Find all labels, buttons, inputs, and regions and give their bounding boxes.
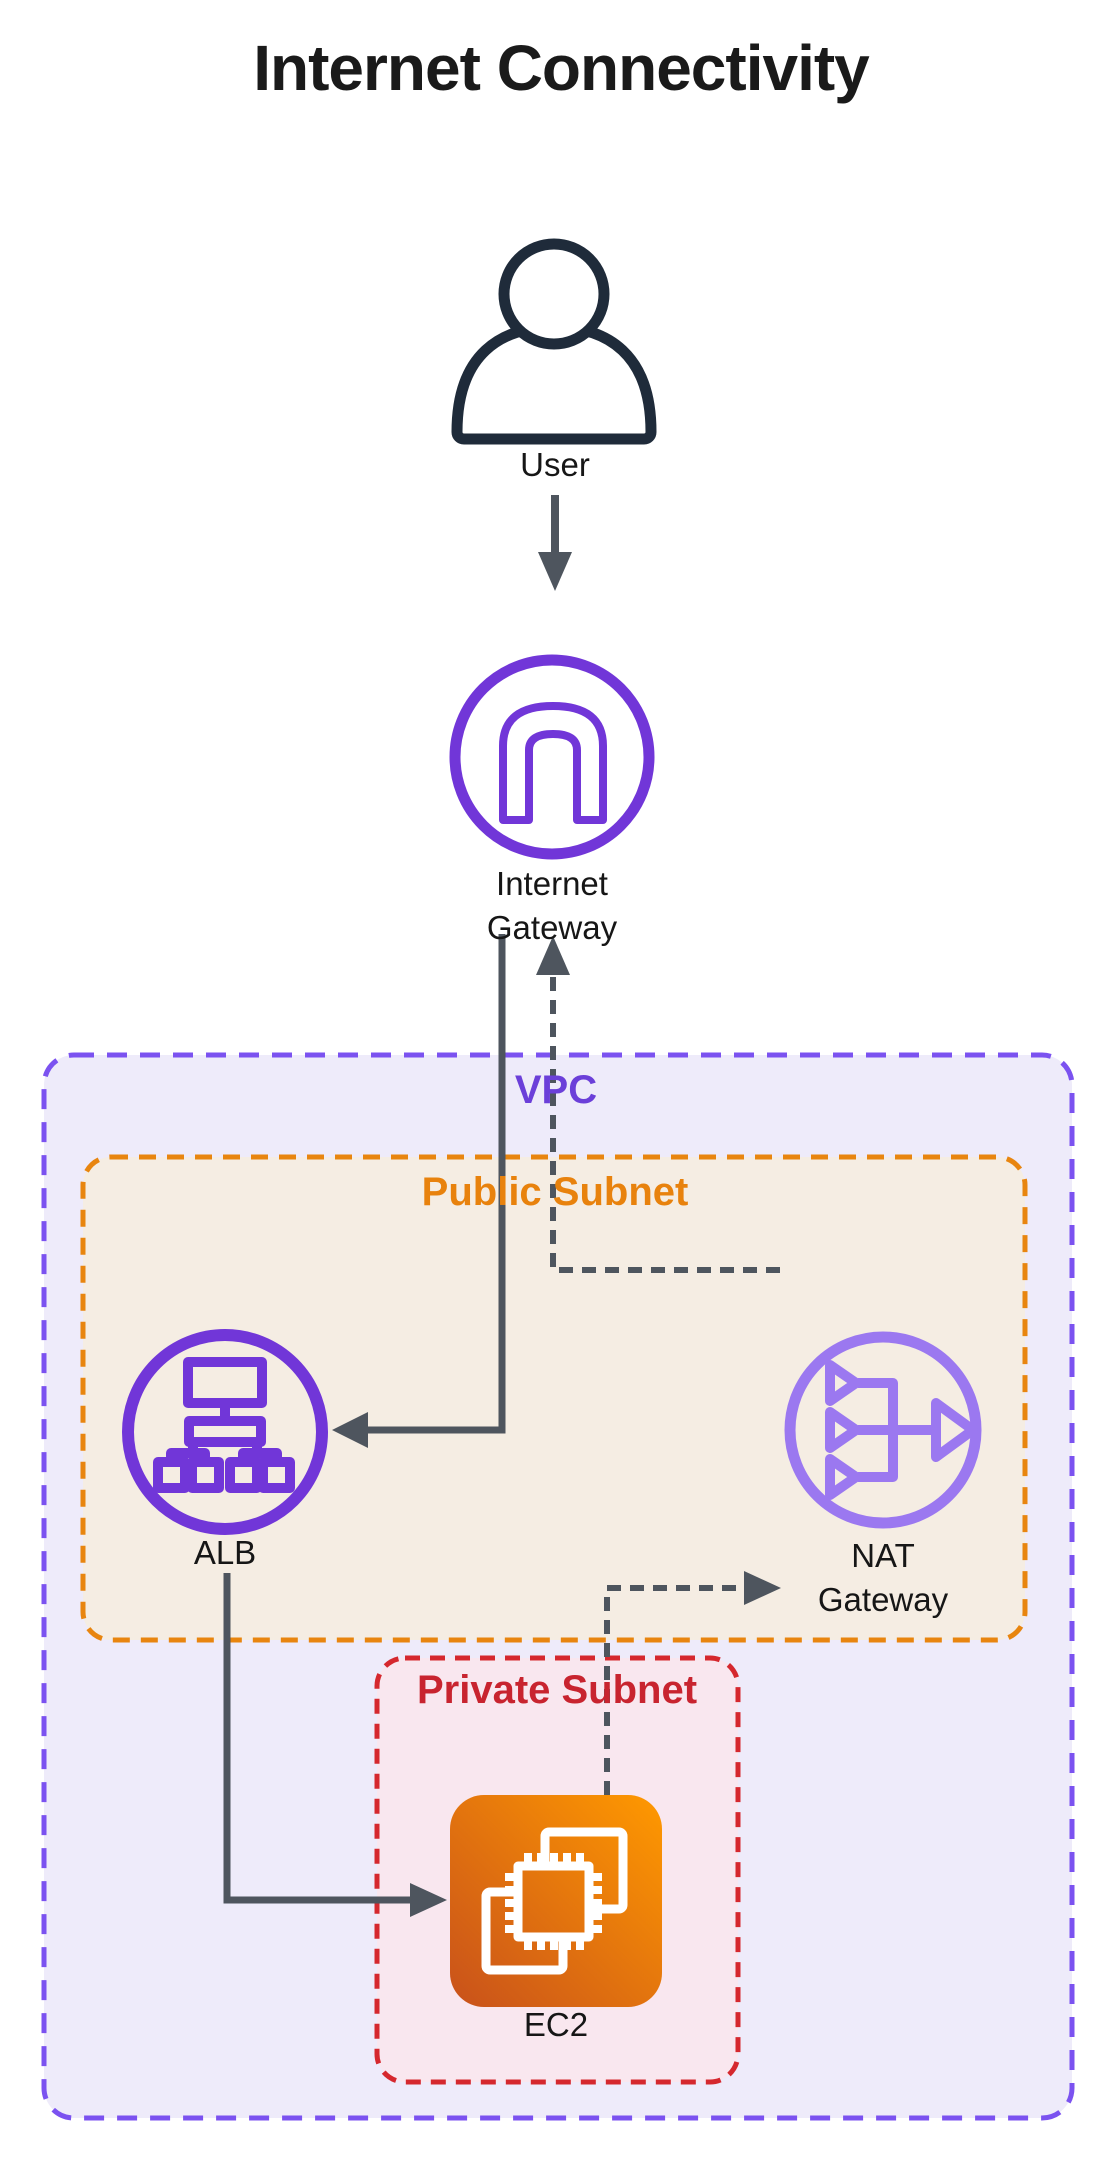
private-subnet-label: Private Subnet <box>416 1668 698 1712</box>
internet-gateway-icon <box>449 654 655 860</box>
edge-user-to-igw <box>538 495 572 591</box>
diagram-title: Internet Connectivity <box>253 32 870 104</box>
internet-gateway-label: Internet Gateway <box>486 865 618 946</box>
alb-icon <box>122 1329 328 1535</box>
edge-nat-to-igw-dashed <box>536 936 780 1273</box>
ec2-label: EC2 <box>523 2006 589 2043</box>
alb-label: ALB <box>193 1534 257 1571</box>
vpc-label: VPC <box>514 1068 598 1112</box>
public-subnet-label: Public Subnet <box>421 1170 689 1214</box>
nat-gateway-label: NAT Gateway <box>817 1537 949 1618</box>
ec2-icon <box>450 1795 662 2007</box>
user-label: User <box>520 446 590 483</box>
nat-gateway-icon <box>784 1331 982 1529</box>
edge-igw-to-alb <box>332 934 506 1448</box>
user-icon <box>451 238 657 445</box>
edge-alb-to-ec2 <box>223 1573 447 1917</box>
public-subnet-container <box>80 1154 1028 1643</box>
edge-ec2-to-nat-dashed <box>604 1571 781 1795</box>
ec2-chip-pins <box>505 1853 602 1950</box>
